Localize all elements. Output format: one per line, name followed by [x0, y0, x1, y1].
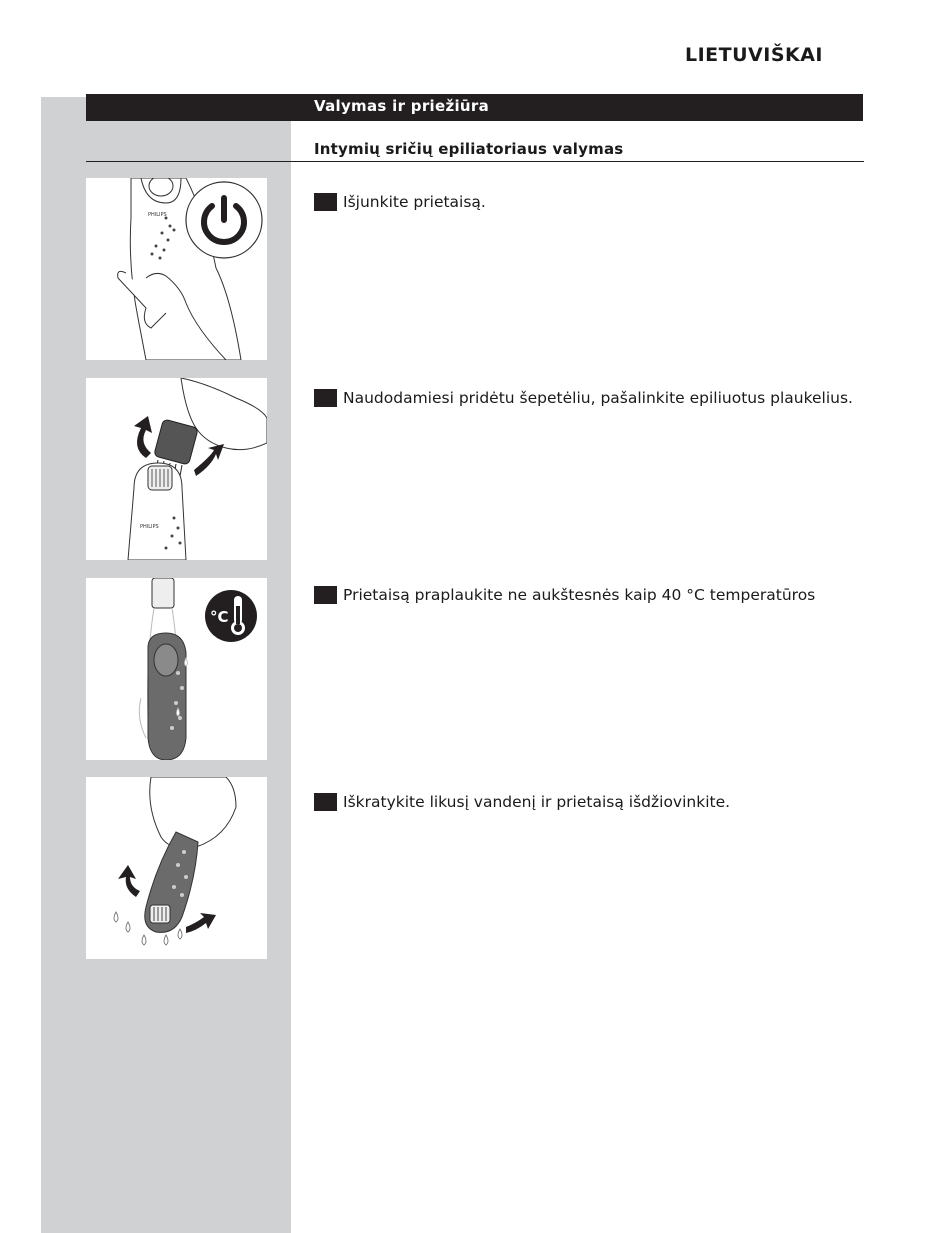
step-marker — [314, 586, 337, 604]
step-4: Iškratykite likusį vandenį ir prietaisą … — [314, 793, 730, 811]
curved-arrow-icon — [118, 865, 140, 897]
illustration-brush-cleaning: PHILIPS — [86, 378, 267, 560]
step-2: Naudodamiesi pridėtu šepetėliu, pašalink… — [314, 389, 853, 407]
step-3: Prietaisą praplaukite ne aukštesnės kaip… — [314, 586, 815, 604]
illustration-shake-dry — [86, 777, 267, 959]
step-marker — [314, 389, 337, 407]
step-1: Išjunkite prietaisą. — [314, 193, 486, 211]
step-pointer — [267, 586, 291, 610]
step-pointer — [267, 386, 291, 410]
celsius-label: °C — [210, 608, 229, 626]
curved-arrow-icon — [134, 416, 152, 458]
step-pointer — [267, 186, 291, 210]
illustration-rinse: °C — [86, 578, 267, 760]
curved-arrow-icon — [186, 913, 216, 933]
subheading: Intymių sričių epiliatoriaus valymas — [314, 140, 623, 158]
step-text: Naudodamiesi pridėtu šepetėliu, pašalink… — [343, 389, 853, 407]
step-pointer — [267, 785, 291, 809]
step-text: Išjunkite prietaisą. — [343, 193, 486, 211]
section-title: Valymas ir priežiūra — [314, 97, 489, 115]
step-marker — [314, 193, 337, 211]
brand-label: PHILIPS — [148, 212, 167, 218]
illustration-power-off: PHILIPS — [86, 178, 267, 360]
brand-label: PHILIPS — [140, 524, 159, 530]
step-text: Iškratykite likusį vandenį ir prietaisą … — [343, 793, 730, 811]
step-text: Prietaisą praplaukite ne aukštesnės kaip… — [343, 586, 815, 604]
curved-arrow-icon — [194, 444, 224, 476]
language-header: LIETUVIŠKAI — [685, 44, 823, 66]
step-marker — [314, 793, 337, 811]
subheading-rule — [86, 161, 864, 162]
